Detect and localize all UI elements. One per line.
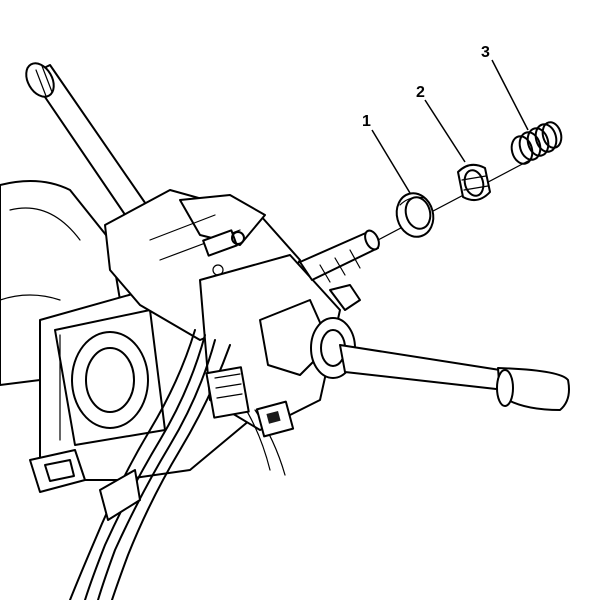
callout-label-3: 3 (481, 44, 490, 61)
callout-label-1: 1 (362, 113, 371, 130)
electrical-connectors (205, 366, 295, 438)
leader-line-1 (371, 129, 411, 194)
tilt-lever (25, 62, 151, 223)
part-3-spring (510, 121, 563, 165)
wiring-harness (69, 329, 286, 600)
part-2-spring-retainer (457, 163, 491, 202)
part-1-retaining-ring (395, 192, 435, 238)
lower-knob (29, 449, 86, 493)
turn-signal-lever (339, 344, 570, 411)
callout-label-2: 2 (416, 84, 425, 101)
leader-line-2 (424, 99, 466, 163)
leader-line-3 (491, 59, 529, 131)
